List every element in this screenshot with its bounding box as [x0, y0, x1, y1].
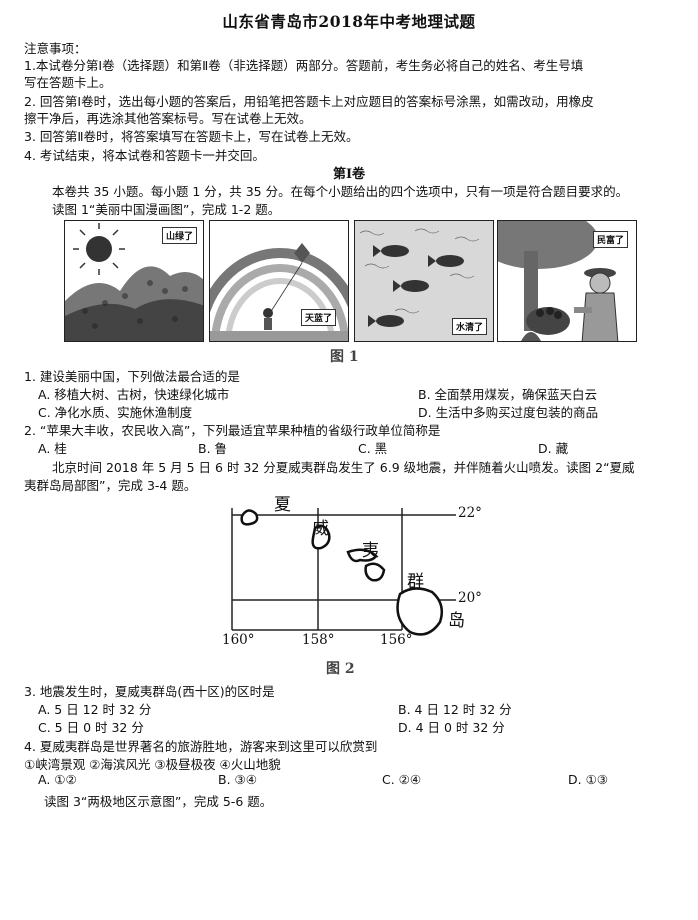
- q4-items: ①峡湾景观 ②海滨风光 ③极昼极夜 ④火山地貌: [24, 757, 281, 772]
- q1-option-c: C. 净化水质、实施休渔制度: [38, 405, 193, 420]
- map-char-3: 夷: [362, 541, 379, 561]
- page-title: 山东省青岛市2018年中考地理试题: [222, 12, 476, 31]
- longitude-160: 160°: [222, 632, 255, 648]
- read-figure-2a: 北京时间 2018 年 5 月 5 日 6 时 32 分夏威夷群岛发生了 6.9…: [52, 460, 635, 475]
- q4-option-c: C. ②④: [382, 772, 422, 787]
- panel-label-sky: 天蓝了: [300, 309, 336, 326]
- q2-option-c: C. 黑: [358, 441, 388, 456]
- note-1b: 写在答题卡上。: [24, 75, 112, 90]
- q1-stem: 1. 建设美丽中国，下列做法最合适的是: [24, 369, 240, 384]
- map-char-5: 岛: [448, 611, 465, 631]
- read-figure-3: 读图 3“两极地区示意图”，完成 5-6 题。: [44, 794, 273, 809]
- q2-stem: 2. “苹果大丰收，农民收入高”，下列最适宜苹果种植的省级行政单位简称是: [24, 423, 441, 438]
- mountain-illustration: [65, 223, 203, 341]
- notes-heading: 注意事项：: [24, 41, 87, 56]
- q2-option-d: D. 藏: [538, 441, 569, 456]
- q3-stem: 3. 地震发生时，夏威夷群岛(西十区)的区时是: [24, 684, 275, 699]
- q4-stem: 4. 夏威夷群岛是世界著名的旅游胜地，游客来到这里可以欣赏到: [24, 739, 378, 754]
- q4-option-a: A. ①②: [38, 772, 77, 787]
- note-2a: 2. 回答第Ⅰ卷时，选出每小题的答案后，用铅笔把答题卡上对应题目的答案标号涂黑，…: [24, 94, 594, 109]
- section-intro: 本卷共 35 小题。每小题 1 分，共 35 分。在每个小题给出的四个选项中，只…: [52, 184, 629, 199]
- q4-option-d: D. ①③: [568, 772, 608, 787]
- q3-option-c: C. 5 日 0 时 32 分: [38, 720, 144, 735]
- q1-option-b: B. 全面禁用煤炭，确保蓝天白云: [418, 387, 598, 402]
- longitude-158: 158°: [302, 632, 335, 648]
- q3-option-d: D. 4 日 0 时 32 分: [398, 720, 505, 735]
- q1-option-a: A. 移植大树、古树，快速绿化城市: [38, 387, 230, 402]
- note-1a: 1.本试卷分第Ⅰ卷（选择题）和第Ⅱ卷（非选择题）两部分。答题前，考生务必将自己的…: [24, 58, 584, 73]
- cartoon-water: 水清了: [354, 220, 494, 342]
- note-3: 3. 回答第Ⅱ卷时，将答案填写在答题卡上，写在试卷上无效。: [24, 129, 359, 144]
- figure-2-caption: 图 2: [326, 661, 355, 677]
- farmer-illustration: [498, 221, 619, 341]
- note-4: 4. 考试结束，将本试卷和答题卡一并交回。: [24, 148, 265, 163]
- q4-option-b: B. ③④: [218, 772, 257, 787]
- map-char-4: 群: [407, 572, 424, 592]
- figure-1-caption: 图 1: [330, 349, 359, 365]
- cartoon-sky: 天蓝了: [209, 220, 349, 342]
- map-char-1: 夏: [274, 495, 291, 515]
- map-char-2: 威: [312, 519, 329, 539]
- latitude-22: 22°: [458, 505, 482, 521]
- latitude-20: 20°: [458, 590, 482, 606]
- q3-option-a: A. 5 日 12 时 32 分: [38, 702, 152, 717]
- panel-label-farmer: 民富了: [592, 231, 628, 248]
- read-figure-2b: 夷群岛局部图”，完成 3-4 题。: [24, 478, 197, 493]
- q2-option-a: A. 桂: [38, 441, 67, 456]
- q2-option-b: B. 鲁: [198, 441, 228, 456]
- hawaii-map: [231, 508, 456, 636]
- panel-label-water: 水清了: [451, 318, 487, 335]
- q1-option-d: D. 生活中多购买过度包装的商品: [418, 405, 599, 420]
- read-figure-1: 读图 1“美丽中国漫画图”，完成 1-2 题。: [52, 202, 281, 217]
- section-heading: 第Ⅰ卷: [332, 167, 366, 182]
- panel-label-mountain: 山绿了: [161, 227, 197, 244]
- cartoon-mountains: 山绿了: [64, 220, 204, 342]
- note-2b: 擦干净后，再选涂其他答案标号。写在试卷上无效。: [24, 111, 312, 126]
- cartoon-farmer: 民富了: [497, 220, 637, 342]
- q3-option-b: B. 4 日 12 时 32 分: [398, 702, 512, 717]
- longitude-156: 156°: [380, 632, 413, 648]
